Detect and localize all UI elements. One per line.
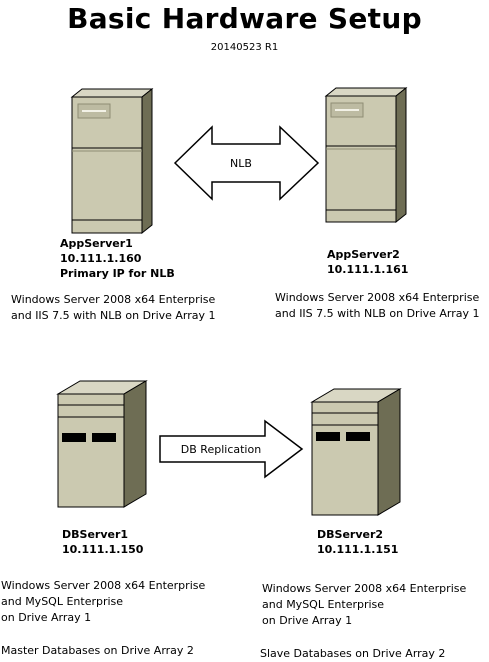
db-server-2-desc-line3: on Drive Array 1 (262, 614, 353, 627)
db-server-1-desc-line1: Windows Server 2008 x64 Enterprise (1, 579, 206, 592)
db-server-1-desc-line2: and MySQL Enterprise (1, 595, 124, 608)
app-server-1-desc-line1: Windows Server 2008 x64 Enterprise (11, 293, 216, 306)
db-server-1-desc-line3: on Drive Array 1 (1, 611, 92, 624)
app-server-2-icon (324, 86, 408, 224)
app-server-2-ip: 10.111.1.161 (327, 263, 409, 276)
app-server-1-ip: 10.111.1.160 (60, 252, 142, 265)
app-server-2-name: AppServer2 (327, 248, 400, 261)
app-server-1-labels: AppServer1 10.111.1.160 Primary IP for N… (60, 236, 175, 281)
app-server-1-name: AppServer1 (60, 237, 133, 250)
db-server-1-icon (56, 380, 148, 508)
app-server-1-desc-line2: and IIS 7.5 with NLB on Drive Array 1 (11, 309, 216, 322)
db-server-1-labels: DBServer1 10.111.1.150 (62, 527, 143, 557)
app-server-2-description: Windows Server 2008 x64 Enterprise and I… (275, 290, 480, 322)
db-server-1-note: Master Databases on Drive Array 2 (1, 644, 194, 657)
page-title: Basic Hardware Setup (67, 2, 422, 35)
app-server-1-description: Windows Server 2008 x64 Enterprise and I… (11, 292, 216, 324)
app-server-2-desc-line1: Windows Server 2008 x64 Enterprise (275, 291, 480, 304)
db-server-2-icon (310, 388, 402, 516)
app-server-2-desc-line2: and IIS 7.5 with NLB on Drive Array 1 (275, 307, 480, 320)
db-server-2-labels: DBServer2 10.111.1.151 (317, 527, 398, 557)
nlb-label: NLB (230, 157, 252, 170)
db-server-2-note: Slave Databases on Drive Array 2 (260, 647, 446, 660)
db-server-2-ip: 10.111.1.151 (317, 543, 399, 556)
db-server-1-ip: 10.111.1.150 (62, 543, 144, 556)
db-server-1-description: Windows Server 2008 x64 Enterprise and M… (1, 578, 205, 626)
db-server-2-description: Windows Server 2008 x64 Enterprise and M… (262, 581, 466, 629)
app-server-2-labels: AppServer2 10.111.1.161 (327, 247, 408, 277)
db-server-1-name: DBServer1 (62, 528, 129, 541)
db-server-2-desc-line1: Windows Server 2008 x64 Enterprise (262, 582, 467, 595)
app-server-1-icon (70, 87, 154, 235)
nlb-double-arrow (173, 125, 320, 201)
db-server-2-name: DBServer2 (317, 528, 384, 541)
revision-label: 20140523 R1 (210, 42, 279, 53)
db-server-2-desc-line2: and MySQL Enterprise (262, 598, 385, 611)
replication-label: DB Replication (181, 443, 261, 456)
replication-arrow (159, 419, 304, 479)
app-server-1-note: Primary IP for NLB (60, 267, 175, 280)
